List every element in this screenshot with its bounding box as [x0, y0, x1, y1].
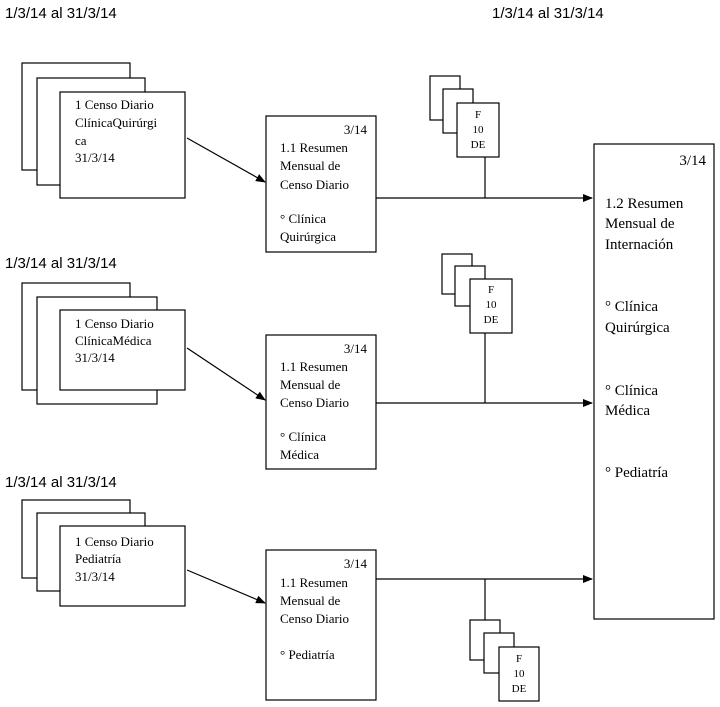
summary-line: 1.1 Resumen [280, 575, 348, 590]
final-summary-line: Médica [605, 403, 650, 419]
period-label-top-left: 1/3/14 al 31/3/14 [5, 5, 117, 22]
source-doc-line: 1 Censo Diario [75, 316, 154, 331]
summary-date: 3/14 [344, 556, 368, 571]
source-doc-line: 1 Censo Diario [75, 97, 154, 112]
form-line: DE [471, 139, 486, 151]
form-line: DE [512, 683, 527, 695]
final-summary-box: 3/14 1.2 Resumen Mensual de Internación … [593, 143, 715, 620]
form-line: F [475, 109, 481, 121]
summary-line: Médica [280, 447, 319, 462]
final-summary-line: ° Clínica [605, 299, 658, 315]
source-doc-line: Pediatría [75, 551, 121, 566]
summary-date: 3/14 [344, 122, 368, 137]
period-label-top-right: 1/3/14 al 31/3/14 [492, 5, 604, 22]
form-line: 10 [486, 299, 498, 311]
source-doc-line: ClínicaQuirúrgi [75, 115, 157, 130]
source-doc-line: ClínicaMédica [75, 333, 152, 348]
summary-line: Mensual de [280, 593, 341, 608]
summary-box-row-3: 3/14 1.1 Resumen Mensual de Censo Diario… [265, 549, 377, 701]
summary-line: Censo Diario [280, 611, 349, 626]
form-stack-row-3: F 10 DE [469, 619, 540, 702]
summary-line: Mensual de [280, 158, 341, 173]
source-doc-line: 31/3/14 [75, 350, 115, 365]
summary-line: 1.1 Resumen [280, 359, 348, 374]
final-summary-date: 3/14 [679, 153, 706, 169]
final-summary-line: Mensual de [605, 216, 675, 232]
arrow-source-to-summary-2 [186, 347, 266, 401]
summary-line: Censo Diario [280, 395, 349, 410]
summary-line: ° Clínica [280, 211, 326, 226]
period-label-row-3: 1/3/14 al 31/3/14 [5, 474, 117, 491]
source-document-stack-row-3: 1 Censo Diario Pediatría 31/3/14 [21, 499, 186, 607]
final-summary-line: 1.2 Resumen [605, 196, 684, 212]
source-doc-line: 31/3/14 [75, 150, 115, 165]
period-label-row-2: 1/3/14 al 31/3/14 [5, 255, 117, 272]
final-summary-line: ° Pediatría [605, 465, 668, 481]
final-summary-line: ° Clínica [605, 383, 658, 399]
source-document-stack-row-1: 1 Censo Diario ClínicaQuirúrgi ca 31/3/1… [21, 62, 186, 199]
summary-line: ° Pediatría [280, 647, 335, 662]
final-summary-line: Internación [605, 237, 674, 253]
summary-line: 1.1 Resumen [280, 140, 348, 155]
form-line: F [488, 284, 494, 296]
form-stack-row-2: F 10 DE [441, 253, 513, 334]
summary-line: ° Clínica [280, 429, 326, 444]
form-stack-row-1: F 10 DE [429, 75, 500, 158]
form-line: 10 [473, 124, 485, 136]
form-line: DE [484, 314, 499, 326]
arrow-source-to-summary-3 [186, 569, 266, 604]
source-doc-line: 1 Censo Diario [75, 534, 154, 549]
summary-line: Censo Diario [280, 177, 349, 192]
source-document-stack-row-2: 1 Censo Diario ClínicaMédica 31/3/14 [21, 282, 186, 405]
form-line: 10 [514, 668, 526, 680]
form-line: F [516, 653, 522, 665]
final-summary-line: Quirúrgica [605, 320, 670, 336]
source-doc-line: 31/3/14 [75, 569, 115, 584]
source-doc-line: ca [75, 133, 87, 148]
summary-box-row-2: 3/14 1.1 Resumen Mensual de Censo Diario… [265, 334, 377, 470]
arrow-source-to-summary-1 [186, 137, 266, 183]
summary-line: Mensual de [280, 377, 341, 392]
summary-date: 3/14 [344, 341, 368, 356]
summary-box-row-1: 3/14 1.1 Resumen Mensual de Censo Diario… [265, 115, 377, 253]
summary-line: Quirúrgica [280, 229, 336, 244]
